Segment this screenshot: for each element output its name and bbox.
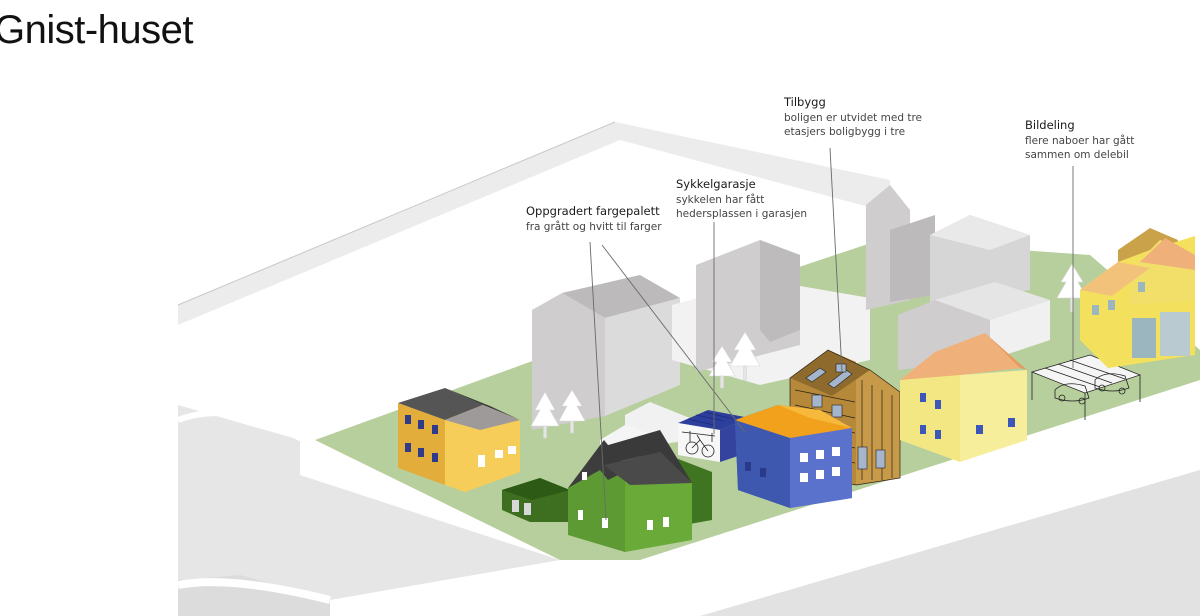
- blue-house: [735, 405, 852, 508]
- annotation-desc: boligen er utvidet med tre: [784, 112, 922, 124]
- annotation-desc: flere naboer har gått: [1025, 134, 1134, 147]
- annotation-tilbygg: Tilbygg boligen er utvidet med tre etasj…: [783, 95, 922, 138]
- trees: [530, 263, 1088, 439]
- road-area: [176, 121, 1200, 616]
- annotation-desc: sykkelen har fått: [676, 193, 764, 206]
- annotation-desc: fra grått og hvitt til farger: [526, 220, 662, 233]
- annotation-title: Sykkelgarasje: [676, 177, 756, 191]
- annotation-sykkelgarasje: Sykkelgarasje sykkelen har fått hederspl…: [676, 177, 807, 220]
- background-buildings: [532, 185, 1050, 470]
- annotation-fargepalett: Oppgradert fargepalett fra grått og hvit…: [526, 204, 662, 233]
- green-house: [502, 430, 712, 552]
- annotation-desc: etasjers boligbygg i tre: [784, 126, 905, 138]
- leader-lines: [589, 147, 1074, 521]
- page-title: Gnist-huset: [0, 8, 194, 52]
- annotation-desc: sammen om delebil: [1025, 149, 1129, 161]
- annotation-title: Tilbygg: [783, 95, 826, 109]
- yellow-house: [900, 333, 1027, 462]
- annotation-bildeling: Bildeling flere naboer har gått sammen o…: [1025, 118, 1134, 161]
- ochre-house: [398, 388, 520, 492]
- annotation-title: Oppgradert fargepalett: [526, 204, 660, 218]
- annotation-title: Bildeling: [1025, 118, 1075, 132]
- yellow-building-right: [1080, 228, 1195, 368]
- annotation-desc: hedersplassen i garasjen: [676, 208, 807, 220]
